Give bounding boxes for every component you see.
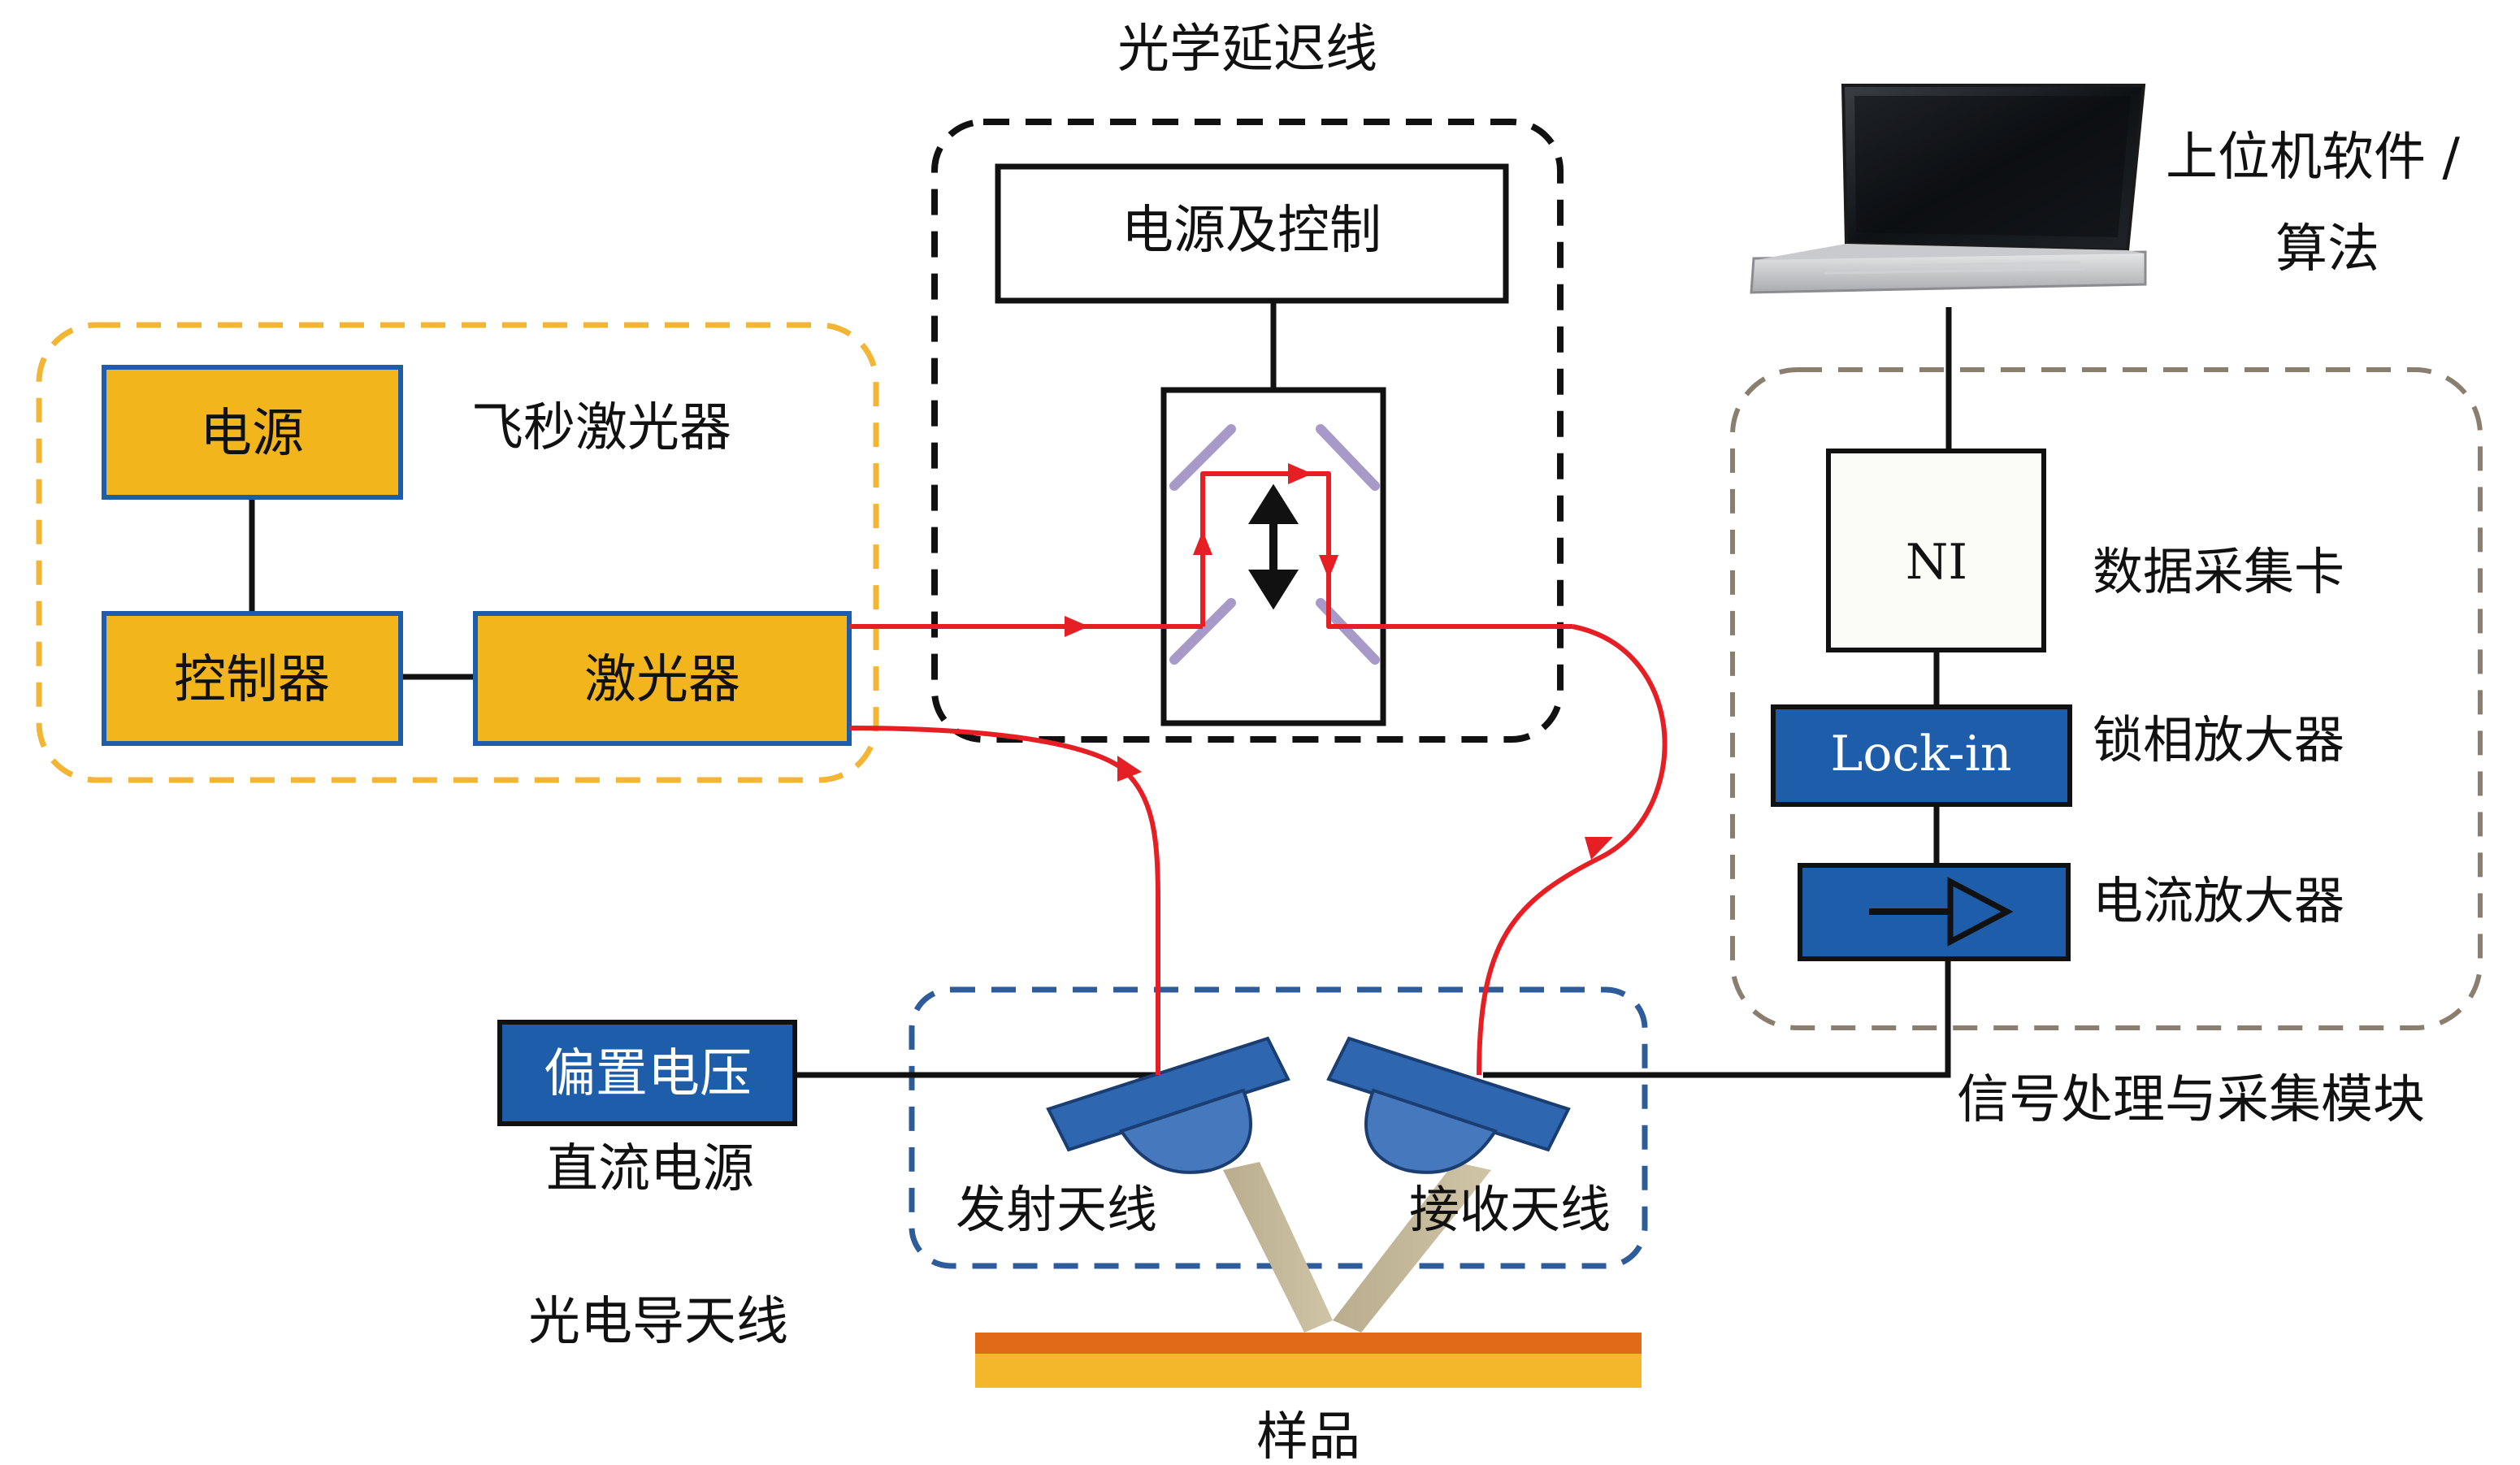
power-label: 电源 [200,404,304,464]
emitter-antenna-icon [1046,1036,1290,1174]
delay-stage [1160,387,1386,726]
beam-arrows [1065,463,1613,860]
sample-slab [975,1333,1642,1388]
power-block: 电源 [102,365,403,500]
lockin-amp-label: 锁相放大器 [2093,710,2344,769]
laser-label: 激光器 [584,650,740,710]
computer-label-line2: 算法 [2275,219,2379,280]
ni-daq-block: NI [1826,449,2046,652]
receiver-label: 接收天线 [1409,1180,1611,1239]
delay-line-title: 光学延迟线 [1117,20,1377,80]
dc-power-label: 直流电源 [546,1139,754,1199]
controller-block: 控制器 [102,611,403,746]
current-amp-label: 电流放大器 [2093,871,2344,930]
current-amp-block [1798,863,2071,961]
sample-label: 样品 [1256,1407,1360,1465]
laser-block: 激光器 [473,611,852,746]
controller-label: 控制器 [174,650,330,710]
lockin-block: Lock-in [1771,704,2072,807]
signal-group-title: 信号处理与采集模块 [1957,1070,2425,1130]
computer-label-line1: 上位机软件 / [2166,128,2460,188]
antenna-arms [1223,1162,1491,1333]
delay-line-group-border [931,119,1564,743]
signal-group-border [1730,367,2483,1030]
ni-label: NI [1906,534,1967,591]
laser-group-border [36,322,879,783]
emitter-label: 发射天线 [956,1180,1157,1239]
daq-label: 数据采集卡 [2093,542,2344,601]
laptop-icon [1750,84,2147,294]
amplifier-icon [1869,877,2014,947]
receiver-antenna-icon [1326,1036,1571,1174]
laser-group-title: 飞秒激光器 [471,398,731,458]
lockin-label: Lock-in [1831,726,2012,782]
delay-power-control-block: 电源及控制 [995,163,1509,304]
beam-paths [848,471,1668,1076]
delay-power-control-label: 电源及控制 [1121,201,1381,261]
bias-voltage-block: 偏置电压 [497,1020,797,1126]
movement-arrow-icon [1247,483,1299,610]
bias-label: 偏置电压 [544,1044,752,1104]
connector-lines [249,301,1952,1078]
antenna-group-title: 光电导天线 [528,1292,788,1352]
